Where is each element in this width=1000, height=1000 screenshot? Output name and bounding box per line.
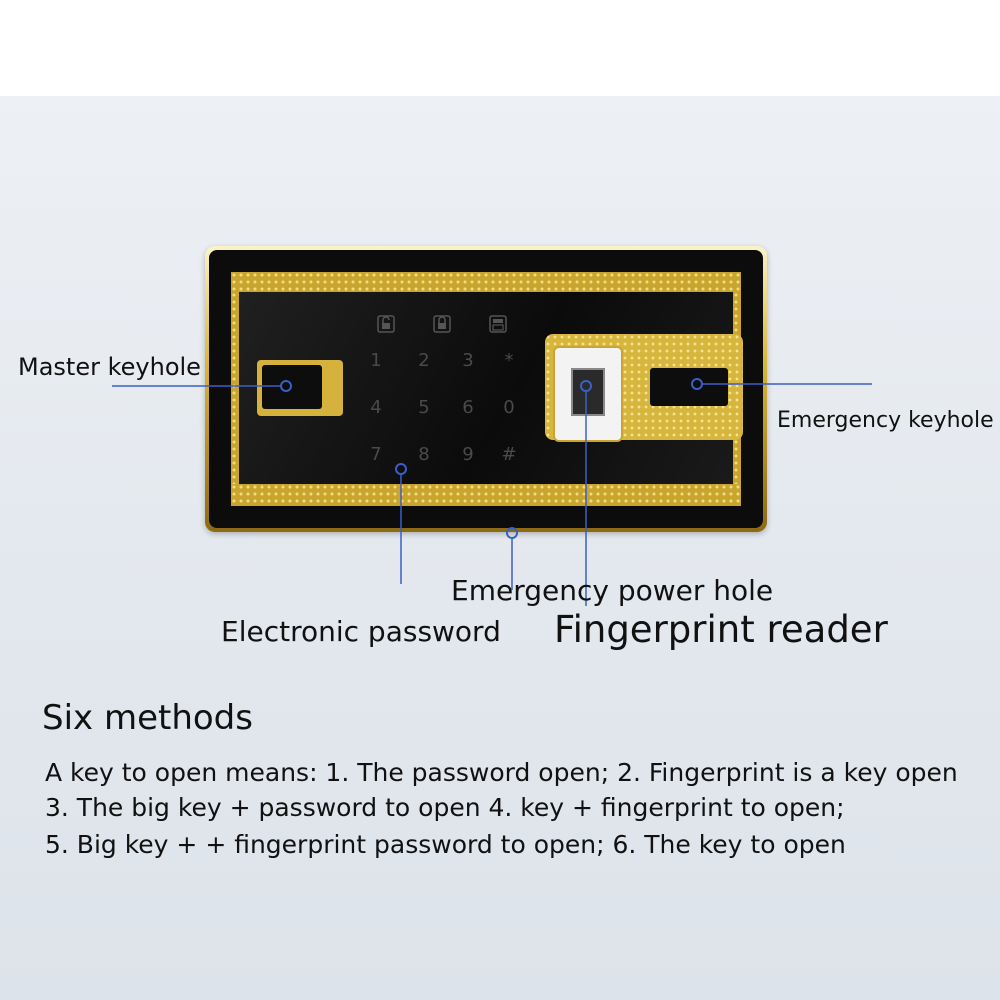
lock-icon[interactable] — [432, 314, 452, 334]
keypad-key[interactable]: * — [504, 350, 514, 371]
keypad-key[interactable]: 9 — [462, 444, 474, 465]
callout-marker-password — [395, 463, 407, 475]
method-line: 5. Big key + + fingerprint password to o… — [45, 830, 846, 859]
keypad-key[interactable]: # — [501, 444, 517, 465]
label-electronic-password: Electronic password — [221, 615, 501, 648]
method-line: 3. The big key + password to open 4. key… — [45, 793, 845, 822]
gold-trim-bottom — [231, 484, 741, 506]
label-fingerprint-reader: Fingerprint reader — [554, 608, 888, 651]
emergency-keyhole[interactable] — [650, 368, 728, 406]
label-emergency-keyhole: Emergency keyhole — [777, 408, 994, 433]
keypad-key[interactable]: 8 — [418, 444, 430, 465]
callout-marker-master — [280, 380, 292, 392]
method-line: A key to open means: 1. The password ope… — [45, 758, 958, 787]
keypad-key[interactable]: 7 — [370, 444, 382, 465]
methods-title: Six methods — [42, 698, 253, 738]
keypad-key[interactable]: 6 — [462, 397, 474, 418]
save-icon[interactable] — [488, 314, 508, 334]
keypad-key[interactable]: 3 — [462, 350, 474, 371]
panel-face — [231, 272, 741, 506]
fingerprint-sensor[interactable] — [571, 368, 605, 416]
label-master-keyhole: Master keyhole — [18, 353, 201, 381]
callout-marker-emergency-keyhole — [691, 378, 703, 390]
gold-trim-left — [231, 292, 239, 484]
keypad-key[interactable]: 1 — [370, 350, 382, 371]
unlock-icon[interactable] — [376, 314, 396, 334]
gold-trim-top — [231, 272, 741, 292]
keypad-key[interactable]: 5 — [418, 397, 430, 418]
keypad-key[interactable]: 4 — [370, 397, 382, 418]
label-emergency-power-hole: Emergency power hole — [451, 574, 774, 607]
keypad-key[interactable]: 2 — [418, 350, 430, 371]
callout-marker-fingerprint — [580, 380, 592, 392]
callout-marker-power — [506, 527, 518, 539]
master-keyhole[interactable] — [262, 365, 322, 409]
keypad-key[interactable]: 0 — [503, 397, 515, 418]
